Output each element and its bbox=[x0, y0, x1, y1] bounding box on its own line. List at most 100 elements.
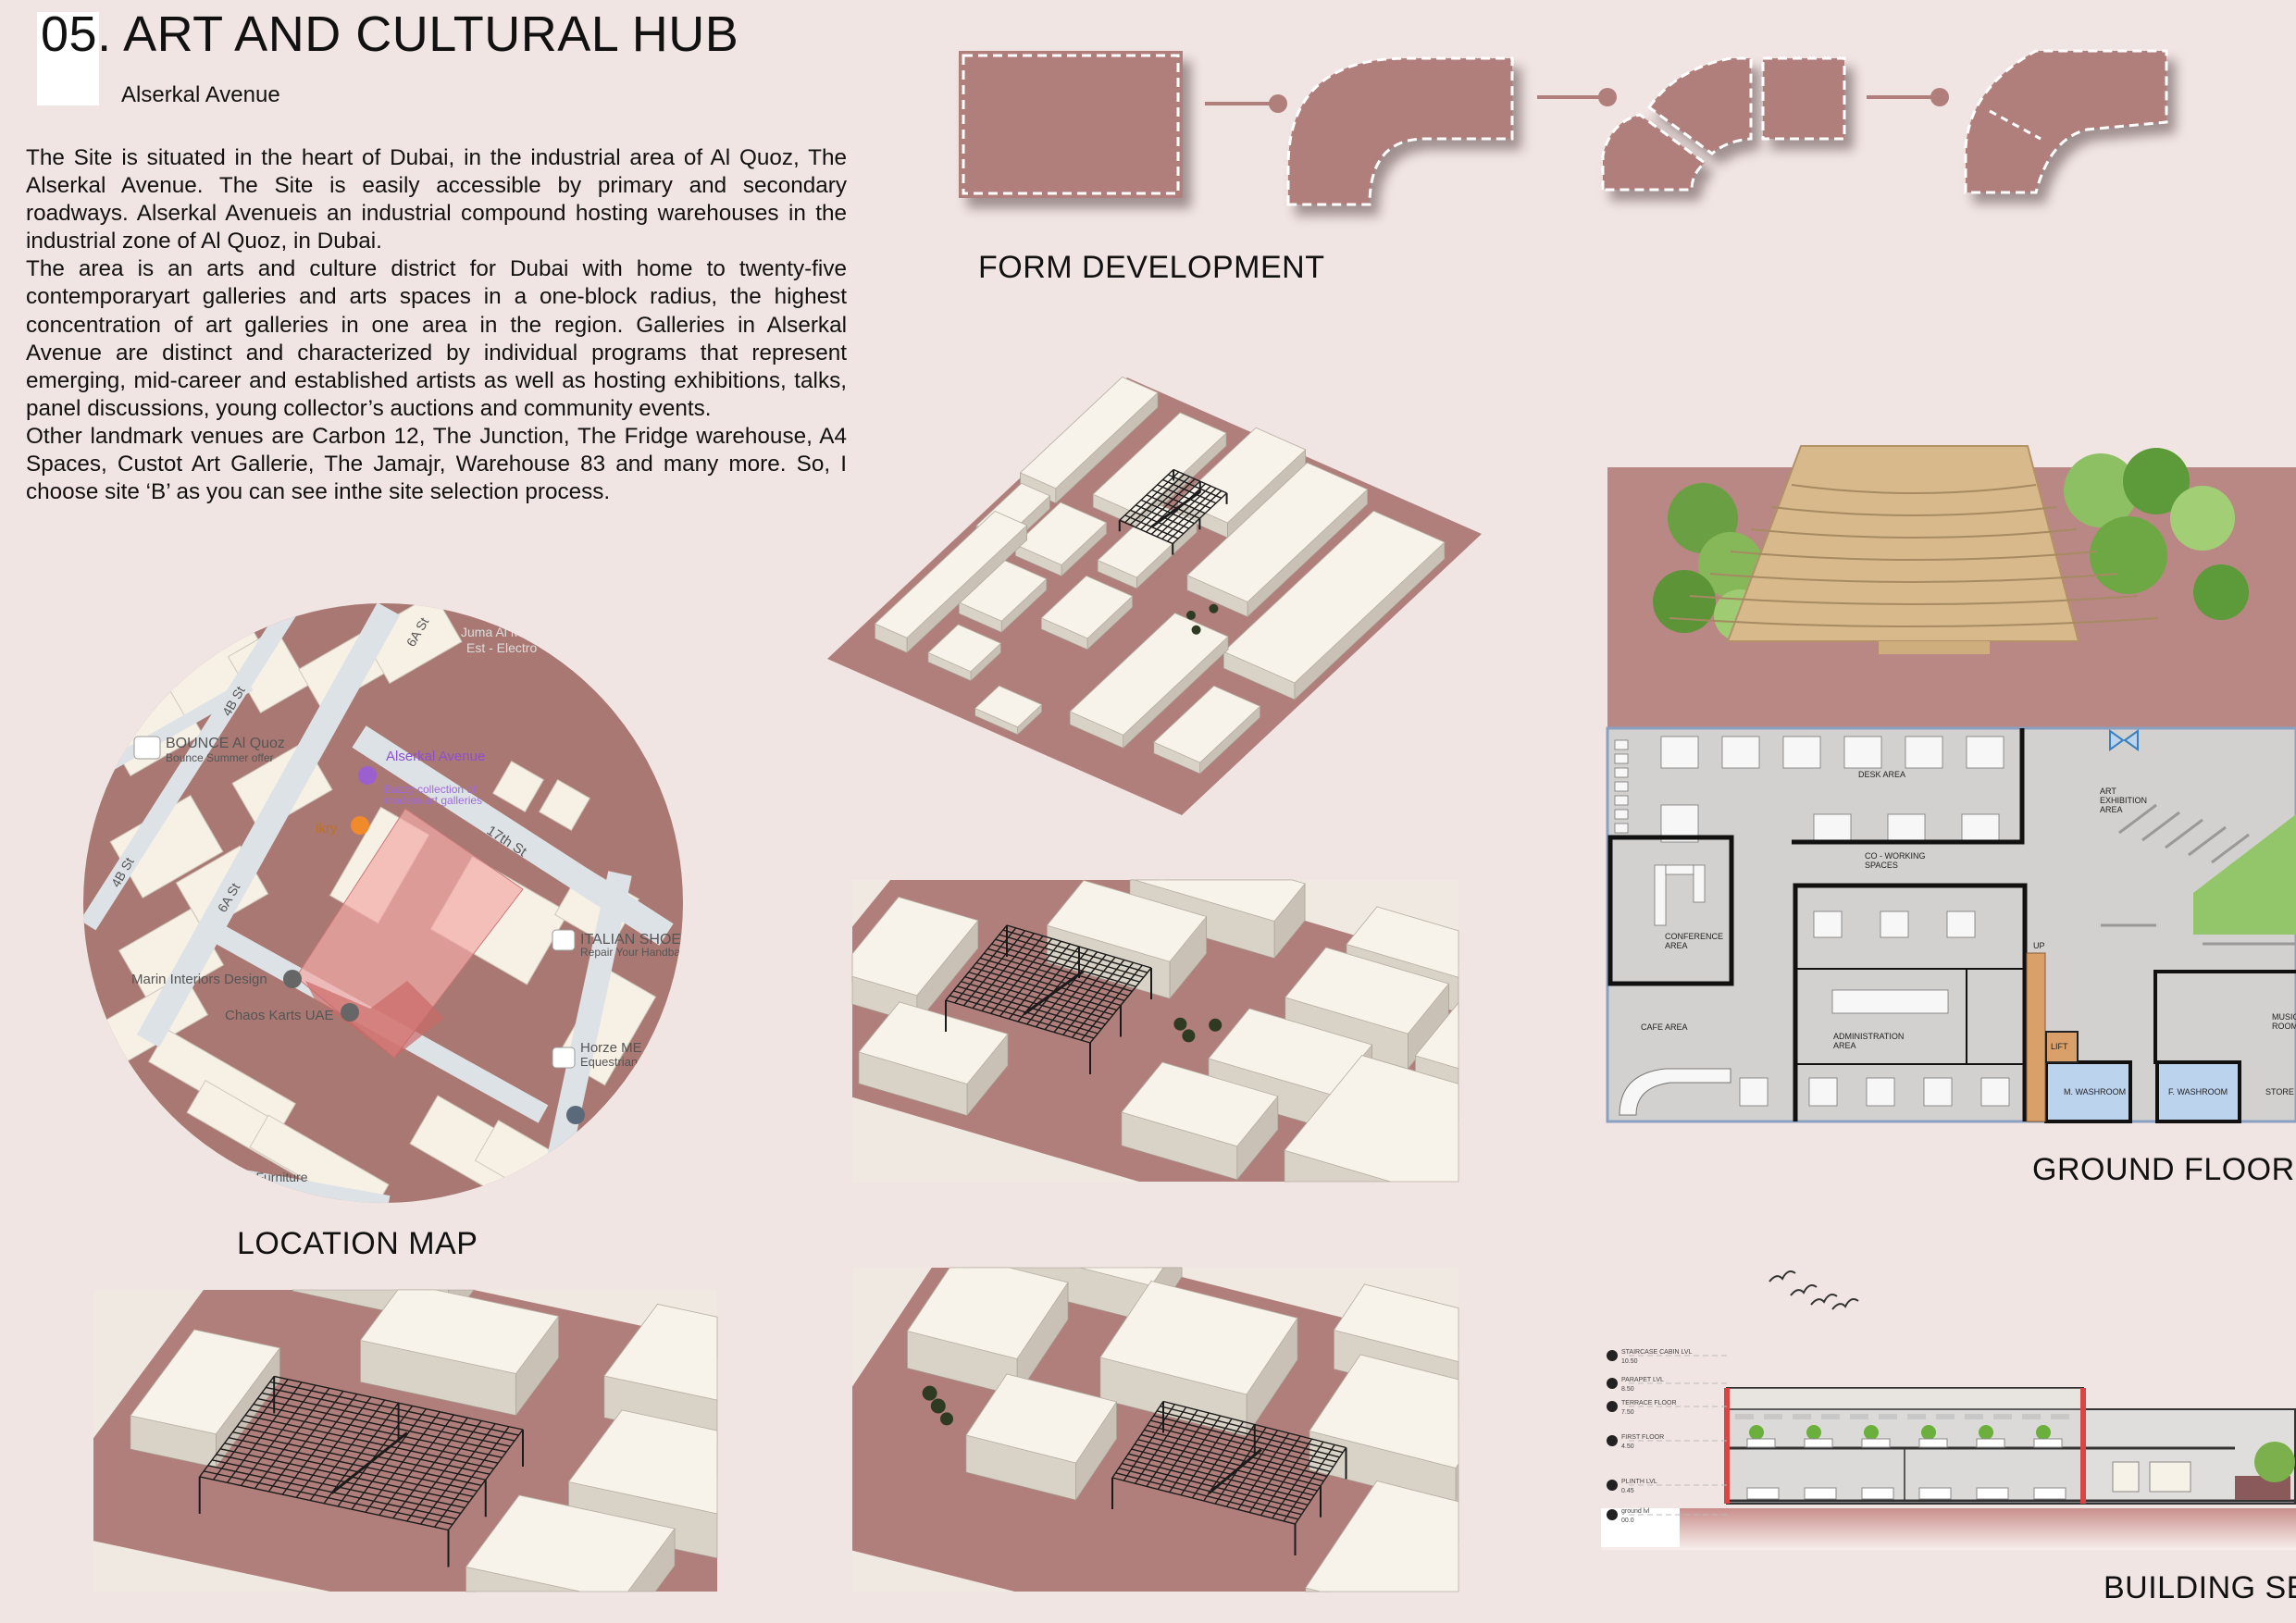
site-isometric bbox=[827, 376, 1482, 815]
section-ceiling-panel bbox=[1907, 1414, 1926, 1419]
birds-icon bbox=[1769, 1270, 1859, 1310]
page-title: 05. ART AND CULTURAL HUB bbox=[41, 6, 738, 63]
section-tree bbox=[2254, 1442, 2295, 1482]
plan-desk bbox=[1693, 864, 1706, 903]
map-label-alserkal[interactable]: Alserkal Avenue bbox=[386, 749, 485, 764]
lattice-line bbox=[1272, 1441, 1324, 1519]
exhibition-garden bbox=[2193, 814, 2296, 935]
section-table bbox=[1804, 1438, 1833, 1448]
plan-label-coworking: CO - WORKING bbox=[1865, 851, 1926, 861]
amphitheatre-stage bbox=[1879, 641, 1990, 654]
lattice-line bbox=[1248, 1435, 1301, 1513]
lattice-line bbox=[1153, 1415, 1337, 1463]
section-table bbox=[1918, 1487, 1952, 1500]
section-plant bbox=[1806, 1425, 1821, 1440]
lattice-line bbox=[1017, 946, 1080, 1022]
exhibition-panel bbox=[2211, 833, 2250, 864]
amphitheatre-step bbox=[1709, 573, 2118, 583]
level-value: 4.50 bbox=[1621, 1443, 1634, 1450]
level-name: PARAPET LVL bbox=[1621, 1377, 1664, 1383]
map-label-italian[interactable]: ITALIAN SHOE bbox=[580, 932, 681, 948]
restaurant-marker-icon[interactable] bbox=[351, 816, 369, 835]
section-parapet bbox=[1726, 1387, 2084, 1410]
entrance-door-icon bbox=[2109, 729, 2139, 751]
plan-desk bbox=[1665, 864, 1694, 875]
building-block bbox=[603, 1304, 718, 1401]
canopy-column bbox=[1150, 490, 1201, 528]
level-value: 7.50 bbox=[1621, 1409, 1634, 1416]
form-development-diagram bbox=[959, 49, 2168, 206]
tree bbox=[930, 1398, 946, 1414]
school-marker-icon[interactable] bbox=[566, 1106, 585, 1124]
place-marker-icon[interactable] bbox=[341, 1003, 359, 1022]
building-block bbox=[1099, 1281, 1298, 1395]
map-label-chaos[interactable]: Chaos Karts UAE bbox=[225, 1008, 334, 1023]
building-block bbox=[1284, 1055, 1459, 1183]
building-block bbox=[1305, 1481, 1459, 1592]
section-table bbox=[1976, 1487, 2009, 1500]
building-block bbox=[851, 897, 979, 997]
map-label-horze[interactable]: Horze ME bbox=[580, 1040, 642, 1056]
section-column bbox=[2080, 1388, 2086, 1504]
amphitheatre-step bbox=[1689, 595, 2139, 605]
building-block bbox=[974, 685, 1043, 728]
plan-label-desk-area: DESK AREA bbox=[1858, 770, 1905, 779]
place-marker-icon[interactable] bbox=[283, 970, 302, 988]
section-display bbox=[2149, 1461, 2191, 1493]
building-block bbox=[465, 1494, 676, 1592]
tree bbox=[940, 1412, 953, 1426]
building-block bbox=[858, 1001, 1009, 1084]
plan-label-store: STORE bbox=[2265, 1087, 2294, 1096]
plan-desk bbox=[1614, 767, 1629, 778]
lattice-line bbox=[1160, 1405, 1344, 1454]
lattice-line bbox=[987, 948, 1133, 992]
map-label-juma-sub: Est - Electro bbox=[466, 640, 537, 655]
level-marker-icon bbox=[1607, 1378, 1618, 1389]
map-label-ikry: ikry bbox=[316, 821, 338, 836]
exhibition-panel bbox=[2165, 818, 2203, 849]
form-stage-1 bbox=[959, 51, 1183, 198]
section-ceiling-panel bbox=[1993, 1414, 2012, 1419]
shop-marker-icon[interactable] bbox=[552, 929, 576, 951]
map-label-horze-sub: Equestrian bbox=[580, 1055, 638, 1069]
canopy-column bbox=[1208, 1448, 1262, 1494]
tree bbox=[1191, 625, 1201, 635]
section-ceiling-panel bbox=[2051, 1414, 2069, 1419]
building-block bbox=[927, 624, 1002, 673]
map-building bbox=[538, 778, 591, 832]
building-block bbox=[906, 1267, 1069, 1359]
tree bbox=[1182, 1029, 1196, 1043]
plan-label-coworking-2: SPACES bbox=[1865, 861, 1898, 870]
plan-desk bbox=[1887, 813, 1926, 843]
plan-desk bbox=[1739, 1077, 1769, 1107]
shop-marker-icon[interactable] bbox=[552, 1047, 576, 1069]
render-view-2 bbox=[93, 1289, 718, 1592]
lattice-line bbox=[1140, 1433, 1324, 1482]
section-table bbox=[2033, 1487, 2066, 1500]
amphitheatre-step bbox=[1669, 617, 2159, 627]
gallery-marker-icon[interactable] bbox=[358, 766, 377, 785]
bounce-marker-icon[interactable] bbox=[133, 736, 161, 760]
plan-desk bbox=[1614, 823, 1629, 834]
map-label-marin[interactable]: Marin Interiors Design bbox=[131, 972, 267, 987]
lattice-line bbox=[1144, 1429, 1328, 1478]
map-label-italian-sub: Repair Your Handba bbox=[580, 946, 680, 959]
lattice-line bbox=[995, 938, 1140, 983]
lattice-line bbox=[1161, 488, 1217, 540]
section-table bbox=[1976, 1438, 2005, 1448]
plan-label-up: UP bbox=[2033, 941, 2045, 950]
building-block bbox=[965, 1373, 1118, 1464]
map-road bbox=[136, 603, 401, 1047]
map-label-juma: Juma Al M bbox=[461, 625, 521, 639]
level-value: 10.50 bbox=[1621, 1358, 1638, 1365]
level-value: 8.50 bbox=[1621, 1386, 1634, 1393]
caption-ground-floor: GROUND FLOOR bbox=[2032, 1152, 2295, 1187]
plan-desk bbox=[1614, 781, 1629, 792]
map-label-bounce[interactable]: BOUNCE Al Quoz bbox=[166, 736, 285, 751]
lattice-line bbox=[1157, 484, 1211, 509]
lattice-line bbox=[1071, 961, 1135, 1038]
lattice-line bbox=[269, 1381, 519, 1436]
section-display bbox=[2112, 1461, 2140, 1493]
plan-desk bbox=[1905, 736, 1943, 769]
building-block bbox=[1177, 427, 1307, 524]
